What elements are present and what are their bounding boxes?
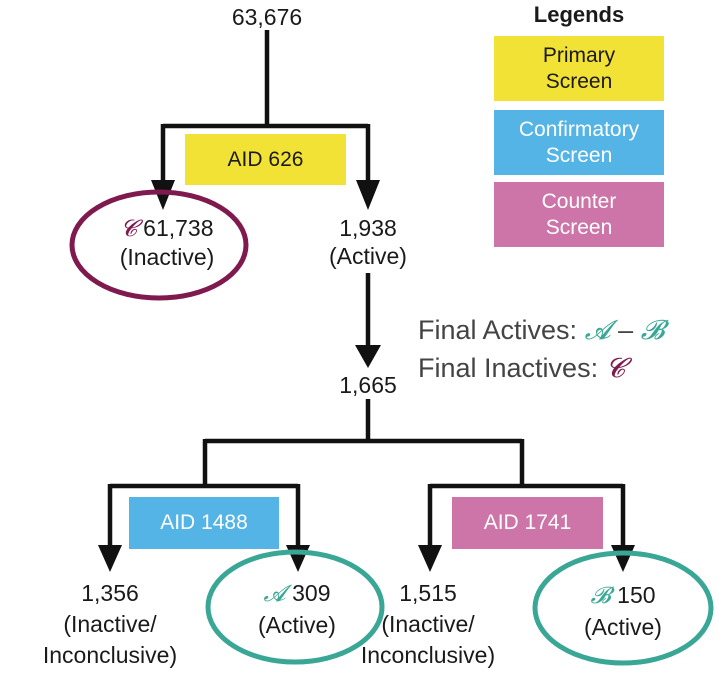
legend-counter-line2: Screen xyxy=(545,215,613,239)
inactive-count: 61,738 xyxy=(143,215,214,241)
mid-1665-node: 1,665 xyxy=(318,371,418,399)
final-inactives: Final Inactives: 𝓒 xyxy=(418,348,625,389)
marker-a: 𝓐 xyxy=(263,581,286,607)
final-inactives-c: 𝓒 xyxy=(605,353,625,384)
inconclusive-1515-count: 1,515 xyxy=(399,580,457,606)
inactive-node: 𝓒 61,738 (Inactive) xyxy=(82,214,252,271)
legend-title: Legends xyxy=(533,2,625,27)
legend-counter-line1: Counter xyxy=(541,189,617,213)
active-b-node: 𝓑 150 (Active) xyxy=(548,580,698,643)
inconclusive-1356-count: 1,356 xyxy=(81,580,139,606)
aid-1488-label: AID 1488 xyxy=(160,511,248,534)
legend-primary-screen: Primary Screen xyxy=(494,36,664,101)
legend-primary-line1: Primary xyxy=(542,43,616,67)
active-a-count: 309 xyxy=(292,580,331,606)
final-actives-b: 𝓑 xyxy=(640,315,665,346)
inconclusive-1515-status-1: (Inactive/ xyxy=(381,611,475,637)
final-inactives-label: Final Inactives: xyxy=(418,353,606,383)
inconclusive-1356-status-2: Inconclusive) xyxy=(42,642,178,668)
final-actives: Final Actives: 𝓐 – 𝓑 xyxy=(418,310,665,351)
arrowhead-right-left xyxy=(418,545,442,572)
aid-626-box: AID 626 xyxy=(185,134,346,185)
aid-1741-box: AID 1741 xyxy=(452,497,603,549)
active-1938-node: 1,938 (Active) xyxy=(306,214,430,270)
inactive-circle xyxy=(69,189,249,301)
active-b-status: (Active) xyxy=(584,614,662,640)
marker-b: 𝓑 xyxy=(590,583,611,609)
legend-counter-screen: Counter Screen xyxy=(494,182,664,247)
final-actives-op: – xyxy=(610,315,641,345)
inconclusive-1356-status-1: (Inactive/ xyxy=(63,611,157,637)
active-a-status: (Active) xyxy=(258,612,336,638)
active-1938-status: (Active) xyxy=(329,243,407,269)
legend-primary-line2: Screen xyxy=(545,69,613,93)
legend-confirmatory-screen: Confirmatory Screen xyxy=(494,110,664,175)
final-actives-a: 𝓐 xyxy=(584,315,611,346)
arrowhead-top-right xyxy=(356,180,380,210)
mid-1665-count: 1,665 xyxy=(339,372,397,398)
active-b-circle xyxy=(532,550,714,666)
active-a-circle xyxy=(205,549,385,665)
arrowhead-top-left xyxy=(151,180,175,210)
final-actives-label: Final Actives: xyxy=(418,315,585,345)
inactive-status: (Inactive) xyxy=(119,244,215,270)
active-a-node: 𝓐 309 (Active) xyxy=(222,578,372,641)
arrowhead-left-right xyxy=(286,545,310,572)
aid-626-label: AID 626 xyxy=(227,147,304,171)
marker-c: 𝓒 xyxy=(120,216,137,242)
inconclusive-1356-node: 1,356 (Inactive/ Inconclusive) xyxy=(20,578,200,671)
arrowhead-left-left xyxy=(98,545,122,572)
inconclusive-1515-status-2: Inconclusive) xyxy=(360,642,496,668)
arrowhead-mid xyxy=(355,345,381,368)
legend-confirmatory-line2: Screen xyxy=(545,143,613,167)
inconclusive-1515-node: 1,515 (Inactive/ Inconclusive) xyxy=(338,578,518,671)
active-b-count: 150 xyxy=(617,582,656,608)
active-1938-count: 1,938 xyxy=(339,215,397,241)
aid-1488-box: AID 1488 xyxy=(129,497,279,549)
arrowhead-right-right xyxy=(611,545,635,572)
root-count: 63,676 xyxy=(231,4,303,30)
legend-confirmatory-line1: Confirmatory xyxy=(518,117,640,141)
aid-1741-label: AID 1741 xyxy=(483,511,572,534)
